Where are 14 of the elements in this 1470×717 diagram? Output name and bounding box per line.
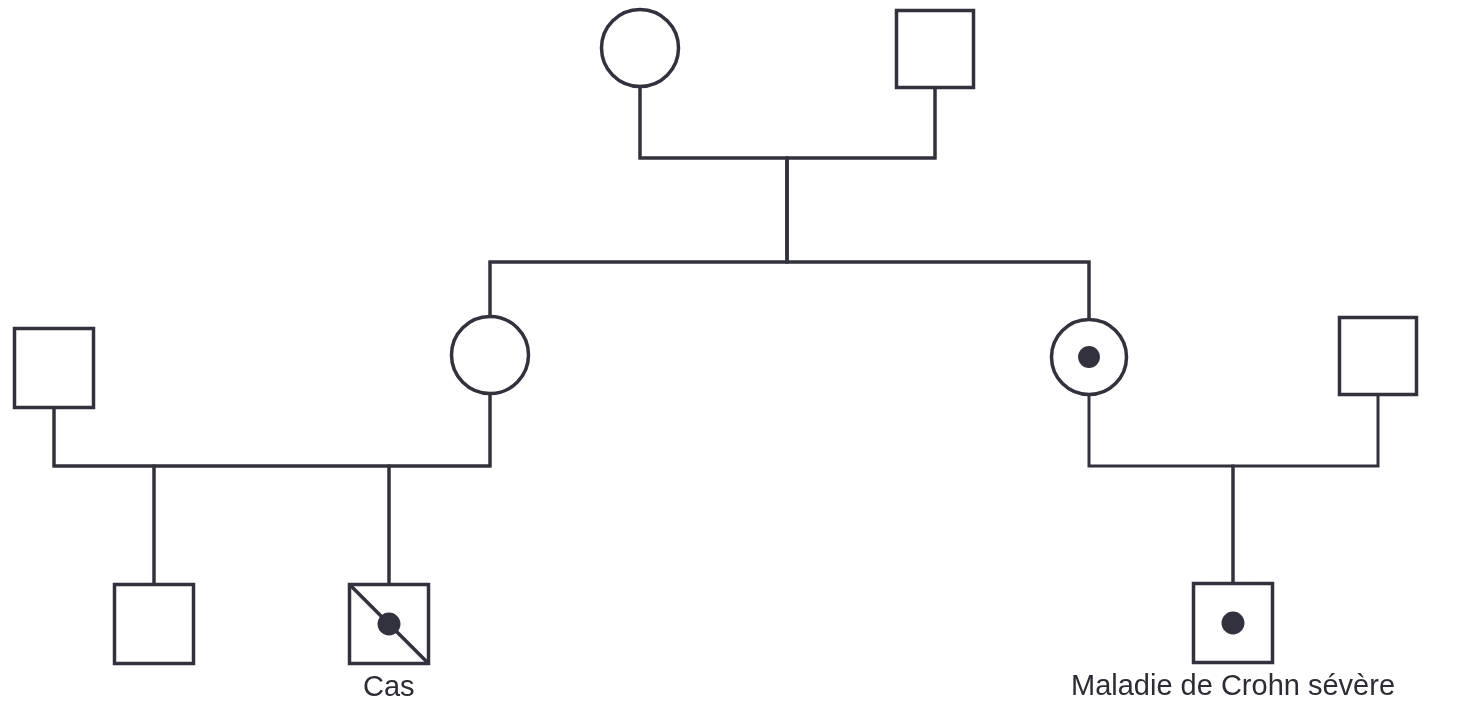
- pedigree-line: [785, 89, 1091, 318]
- square-symbol: [13, 327, 95, 409]
- dotted-square-symbol: [1192, 582, 1274, 664]
- dotted-circle-symbol: [1050, 318, 1128, 396]
- pedigree-line: [1231, 396, 1380, 582]
- crossed-dotted-square-symbol: [348, 583, 430, 665]
- caption-label: Cas: [363, 670, 415, 702]
- circle-symbol: [450, 315, 530, 395]
- circle-symbol: [600, 8, 680, 88]
- caption-label: Maladie de Crohn sévère: [1071, 669, 1395, 701]
- pedigree-line: [387, 395, 492, 583]
- square-symbol: [113, 583, 195, 665]
- square-symbol: [895, 9, 975, 89]
- square-symbol: [1338, 316, 1418, 396]
